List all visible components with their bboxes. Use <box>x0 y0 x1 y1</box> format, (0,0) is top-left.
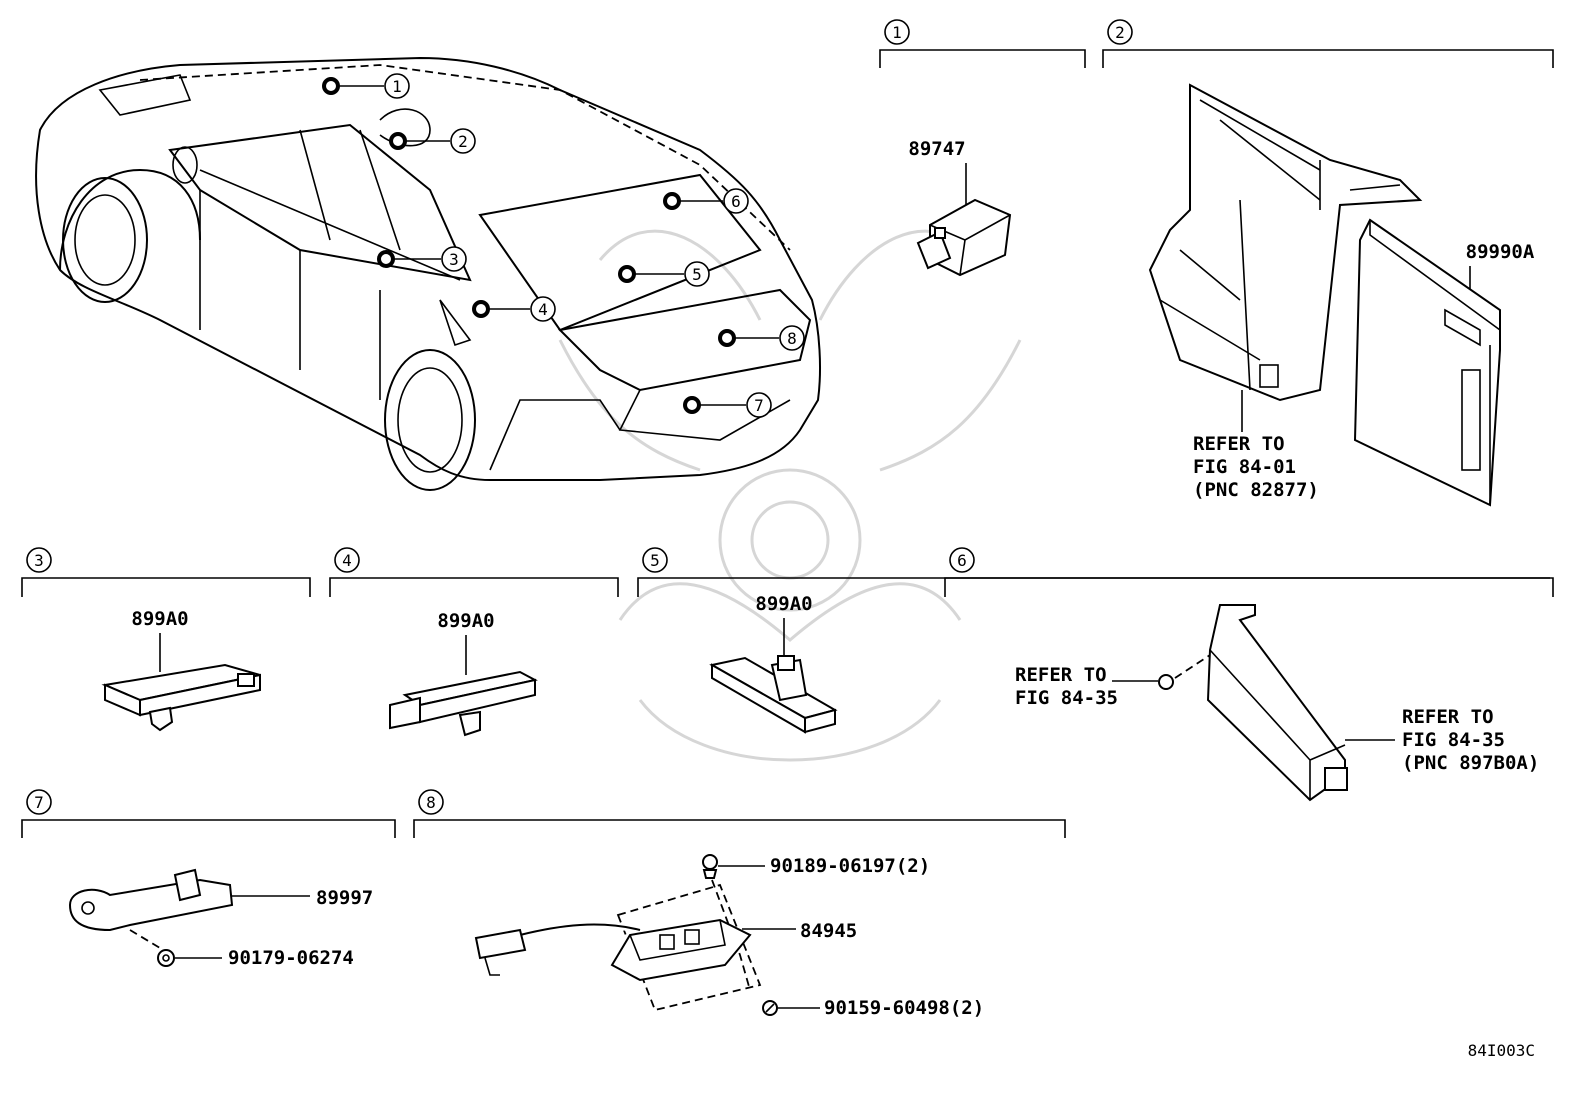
section-2-number: 2 <box>1115 23 1125 42</box>
car-marker-1: 1 <box>322 73 410 99</box>
part-90159-screw <box>762 1000 778 1016</box>
section-7-number: 7 <box>34 793 44 812</box>
ref-left-line-1: REFER TO <box>1015 664 1107 686</box>
part-number-899A0-c: 899A0 <box>755 593 812 615</box>
car-marker-4: 4 <box>472 296 556 322</box>
car-marker-8: 8 <box>718 325 805 351</box>
car-marker-3: 3 <box>377 246 467 272</box>
car-marker-2: 2 <box>389 128 476 154</box>
part-bracket <box>1148 83 1423 402</box>
ref-right-line-1: REFER TO <box>1402 706 1494 728</box>
section-4-number: 4 <box>342 551 352 570</box>
part-number-84945: 84945 <box>800 920 857 942</box>
section-1-number: 1 <box>892 23 902 42</box>
car-callout-1: 1 <box>392 77 402 96</box>
part-number-90159-60498: 90159-60498(2) <box>824 997 984 1019</box>
ref-text-line-3: (PNC 82877) <box>1193 479 1319 501</box>
car-callout-6: 6 <box>731 192 741 211</box>
section-2: 2 89990A REFER TO FIG 84-01 (PNC 82877) <box>1102 19 1554 507</box>
car-marker-6: 6 <box>663 188 749 214</box>
car-outline <box>35 56 821 491</box>
figure-code: 84I003C <box>1468 1041 1535 1060</box>
part-899A0-antenna-a <box>101 663 261 732</box>
ref-text-line-1: REFER TO <box>1193 433 1285 455</box>
car-callout-3: 3 <box>449 250 459 269</box>
ref-right-line-2: FIG 84-35 <box>1402 729 1505 751</box>
section-5: 5 899A0 <box>637 547 1550 734</box>
car-callout-4: 4 <box>538 300 548 319</box>
part-clip <box>1158 654 1211 690</box>
car-callout-5: 5 <box>692 265 702 284</box>
section-3: 3 899A0 <box>21 547 311 732</box>
part-number-90179-06274: 90179-06274 <box>228 947 354 969</box>
watermark-emblem <box>558 229 1022 762</box>
section-1: 1 89747 <box>879 19 1086 277</box>
part-899A0-antenna-c <box>709 655 838 734</box>
section-5-number: 5 <box>650 551 660 570</box>
section-8: 8 90189-06197(2) 84945 90159-60498(2) <box>413 789 1066 1019</box>
ref-text-line-2: FIG 84-01 <box>1193 456 1296 478</box>
car-callout-7: 7 <box>754 396 764 415</box>
part-receiver-module <box>1206 604 1348 802</box>
part-90179-nut <box>157 949 175 967</box>
part-number-89997: 89997 <box>316 887 373 909</box>
part-89997-sensor <box>68 868 234 949</box>
section-3-number: 3 <box>34 551 44 570</box>
part-90189-clip <box>702 854 718 879</box>
car-callouts: 1 2 3 4 5 6 <box>322 73 805 418</box>
part-number-89747: 89747 <box>908 138 965 160</box>
ref-left-line-2: FIG 84-35 <box>1015 687 1118 709</box>
part-number-89990A: 89990A <box>1466 241 1535 263</box>
section-6-number: 6 <box>957 551 967 570</box>
part-89747-module <box>916 198 1012 277</box>
section-6: 6 REFER TO FIG 84-35 REFER TO FIG 84-35 … <box>944 547 1554 802</box>
section-4: 4 899A0 <box>329 547 619 737</box>
part-899A0-antenna-b <box>389 670 538 737</box>
section-8-number: 8 <box>426 793 436 812</box>
section-7: 7 89997 90179-06274 <box>21 789 396 969</box>
car-callout-2: 2 <box>458 132 468 151</box>
part-84945-unit <box>474 918 752 982</box>
part-89990A-ecu <box>1353 218 1501 507</box>
part-number-899A0-a: 899A0 <box>131 608 188 630</box>
car-marker-5: 5 <box>618 261 710 287</box>
car-marker-7: 7 <box>683 392 772 418</box>
car-callout-8: 8 <box>787 329 797 348</box>
part-number-90189-06197: 90189-06197(2) <box>770 855 930 877</box>
part-number-899A0-b: 899A0 <box>437 610 494 632</box>
ref-right-line-3: (PNC 897B0A) <box>1402 752 1539 774</box>
